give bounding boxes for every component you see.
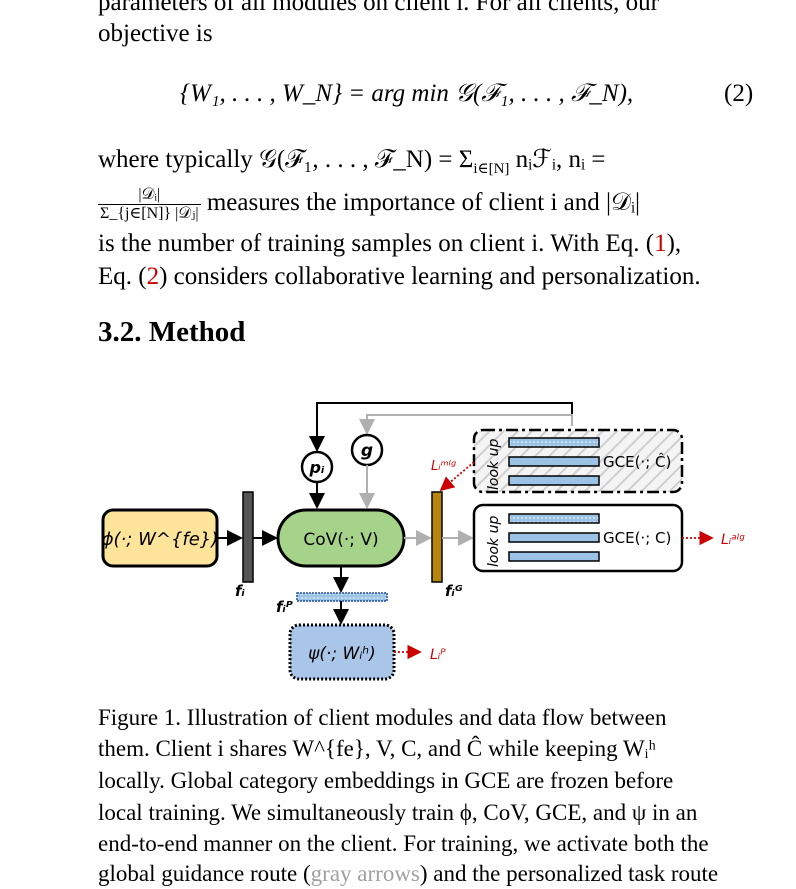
caption-gray-arrows: gray arrows <box>310 861 420 886</box>
eq-ref-2-link[interactable]: 2 <box>146 263 160 290</box>
feature-fp-label: fᵢᴾ <box>276 598 293 616</box>
caption-line-3: locally. Global category embeddings in G… <box>98 768 674 793</box>
gce-embed-2 <box>508 532 600 543</box>
caption-line-2: them. Client i shares W^{fe}, V, C, and … <box>98 736 656 761</box>
text-line-6: Eq. (2) considers collaborative learning… <box>98 262 701 292</box>
text-line-4-body: measures the importance of client i and … <box>200 189 641 217</box>
text-line-1: objective is <box>98 20 213 47</box>
caption-line-5: end-to-end manner on the client. For tra… <box>98 831 709 856</box>
caption-line-1: Figure 1. Illustration of client modules… <box>98 705 667 730</box>
sum-subscript: i∈[N] <box>473 161 510 177</box>
text-line-3: where typically 𝒢(ℱ₁, . . . , ℱ_N) = Σi∈… <box>98 145 605 184</box>
feature-fg-label: fᵢᴳ <box>445 582 463 600</box>
phi-module-label: ϕ(·; W^{fe}) <box>102 529 219 550</box>
text-line-3b: nᵢℱᵢ, nᵢ = <box>509 146 606 173</box>
gce-hat-embed-3 <box>508 475 600 486</box>
loss-mlg-label: Lᵢᵐˡᵍ <box>431 459 456 474</box>
fraction-denominator: Σ_{j∈[N]} |𝒟ⱼ| <box>100 205 199 222</box>
gce-hat-embed-2 <box>508 456 600 467</box>
text-line-5b: ), <box>666 230 682 257</box>
text-line-0: parameters of all modules on client i. F… <box>98 0 659 16</box>
p-node-label: pᵢ <box>309 458 325 477</box>
psi-module-label: ψ(·; Wᵢʰ) <box>308 644 376 664</box>
gce-embed-1 <box>508 513 600 524</box>
equation-number: (2) <box>724 80 754 107</box>
caption-line-6: global guidance route (gray arrows) and … <box>98 858 718 889</box>
mlg-loss-arrow <box>439 461 475 492</box>
loss-p-label: Lᵢᴾ <box>430 647 446 663</box>
eq-ref-1-link[interactable]: 1 <box>654 230 667 257</box>
lookup-to-g-arrow <box>359 414 573 435</box>
feature-f-bar <box>242 491 254 583</box>
equation-2: {W₁, . . . , W_N} = arg min 𝒢(ℱ₁, . . . … <box>180 80 634 107</box>
gce-hat-embed-1 <box>508 437 600 448</box>
text-line-5: is the number of training samples on cli… <box>98 229 681 259</box>
text-line-6a: Eq. ( <box>98 263 147 290</box>
cov-module-label: CoV(·; V) <box>303 530 378 550</box>
caption-line-6b: ) and the personalized task route <box>419 861 719 886</box>
psi-module-box <box>288 623 396 681</box>
gce-embed-3 <box>508 551 600 562</box>
text-line-5a: is the number of training samples on cli… <box>98 230 655 257</box>
section-heading: 3.2. Method <box>98 316 246 348</box>
text-line-6b: ) considers collaborative learning and p… <box>159 263 701 290</box>
text-line-4: |𝒟ᵢ| Σ_{j∈[N]} |𝒟ⱼ| measures the importa… <box>98 186 640 223</box>
g-node-label: g <box>361 441 373 461</box>
text-line-3a: where typically 𝒢(ℱ₁, . . . , ℱ_N) = Σ <box>98 146 474 173</box>
loss-alg-label: Lᵢᵃˡᵍ <box>721 532 745 548</box>
caption-line-6a: global guidance route ( <box>98 861 311 886</box>
caption-line-4: local training. We simultaneously train … <box>98 800 698 825</box>
feature-fg-bar <box>431 491 443 583</box>
gce-label: GCE(·; C) <box>603 529 671 547</box>
importance-fraction: |𝒟ᵢ| Σ_{j∈[N]} |𝒟ⱼ| <box>98 186 201 223</box>
fraction-numerator: |𝒟ᵢ| <box>98 186 201 205</box>
lookup-label-bottom: look up <box>486 516 502 567</box>
lookup-label-top: look up <box>486 439 502 490</box>
feature-fp-bar <box>296 592 388 602</box>
gce-hat-label: GCE(·; Ĉ) <box>603 452 671 471</box>
feature-f-label: fᵢ <box>235 582 246 600</box>
